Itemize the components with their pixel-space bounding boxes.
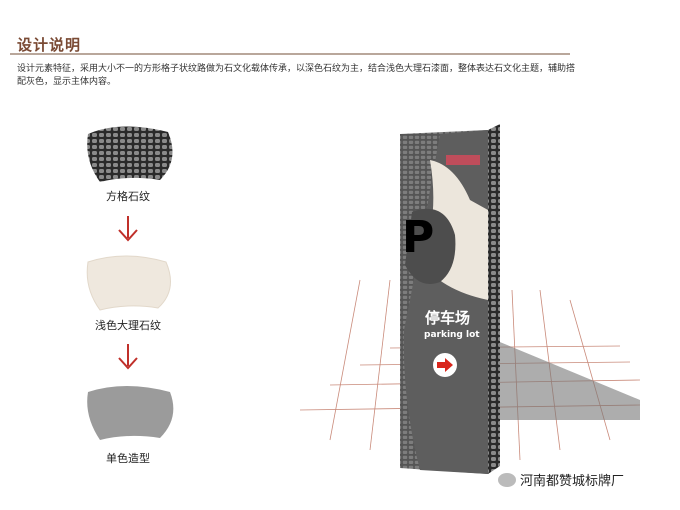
- logo-mark: [446, 155, 480, 165]
- arrow-down-icon: [118, 344, 138, 370]
- step-label-solid: 单色造型: [106, 452, 150, 465]
- title-divider: [10, 53, 570, 55]
- sign-shadow: [495, 340, 640, 420]
- step-label-marble: 浅色大理石纹: [95, 319, 161, 332]
- design-description: 设计元素特征，采用大小不一的方形格子状纹路做为石文化载体传承，以深色石纹为主，结…: [17, 64, 576, 87]
- sign-side: [488, 124, 500, 474]
- step-label-stone: 方格石纹: [106, 190, 150, 203]
- arrow-down-icon: [118, 216, 138, 242]
- marble-shape: [86, 255, 171, 311]
- sign-title-en: parking lot: [424, 330, 480, 340]
- arrow-right-icon: [437, 358, 453, 372]
- watermark-text: 河南都赞城标牌厂: [520, 474, 625, 489]
- wechat-icon: [498, 472, 516, 487]
- section-title: 设计说明: [17, 36, 82, 54]
- sign-title-cn: 停车场: [425, 309, 471, 327]
- parking-letter: P: [402, 212, 435, 263]
- p-panel: [405, 208, 456, 284]
- stone-texture-shape: [87, 126, 173, 182]
- solid-shape: [87, 386, 174, 440]
- watermark: 河南都赞城标牌厂: [498, 470, 624, 489]
